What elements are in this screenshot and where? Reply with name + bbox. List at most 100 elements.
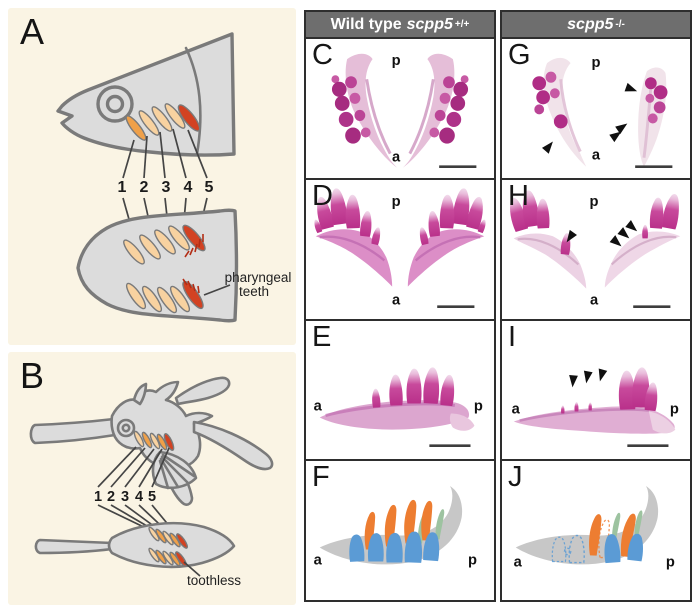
- gill-arches-ventral-lower: [125, 278, 204, 314]
- posterior-label: p: [592, 55, 601, 71]
- leader-lines-upper: [122, 128, 208, 179]
- panel-e-cell: E a p: [306, 320, 494, 462]
- anterior-label: a: [512, 401, 521, 417]
- teeth-row: [642, 192, 683, 239]
- jaw-lateral: [319, 366, 475, 431]
- wildtype-header: Wild type scpp5 +/+: [306, 12, 494, 39]
- missing-teeth-outlines: [551, 519, 611, 564]
- jaw-lateral: [513, 366, 676, 434]
- left-jaw: [331, 53, 398, 168]
- tooth-cluster: [644, 77, 668, 124]
- arch-number: 2: [140, 179, 149, 196]
- panel-j-letter: J: [508, 461, 523, 494]
- panel-b-letter: B: [20, 355, 45, 396]
- right-jaw: [408, 187, 488, 286]
- tooth-cluster: [532, 71, 568, 129]
- panel-c-cell: C: [306, 39, 494, 180]
- panel-b: B: [8, 352, 296, 605]
- arrowhead: [615, 119, 630, 135]
- specimen-g-ventral-pair: p a: [532, 55, 673, 168]
- anterior-label: a: [590, 292, 599, 308]
- specimen-h-posterior-pair: p a: [505, 189, 683, 308]
- toothless-fish-diagram: 1 2 3 4 5: [29, 376, 274, 588]
- mutant-header: scpp5 -/-: [502, 12, 690, 39]
- panel-c-letter: C: [312, 39, 333, 71]
- arch-number: 5: [205, 179, 214, 196]
- posterior-label: p: [666, 555, 675, 571]
- posterior-label: p: [590, 194, 599, 210]
- specimen-c-ventral-pair: p a: [331, 52, 477, 170]
- pharyngeal-teeth-label: teeth: [239, 284, 269, 299]
- posterior-label: p: [468, 553, 477, 569]
- right-jaw: [609, 67, 668, 167]
- posterior-label: p: [392, 194, 401, 210]
- arch-number: 5: [148, 489, 156, 505]
- panel-i-letter: I: [508, 320, 517, 353]
- arrowhead: [624, 82, 639, 96]
- panel-d-letter: D: [312, 179, 333, 212]
- arches-ventral-upper: [148, 526, 189, 549]
- mutant-column: scpp5 -/- G: [500, 10, 692, 602]
- arrowhead: [617, 226, 633, 242]
- panel-a-letter: A: [20, 11, 45, 52]
- fin-rays: [158, 453, 196, 490]
- panel-a: A 1: [8, 8, 296, 345]
- ventral-head-diagram: pharyngeal teeth: [76, 208, 292, 323]
- gill-arches-skeleton: [133, 430, 175, 451]
- ventral-body-diagram: toothless: [34, 521, 241, 588]
- annotation-pointer: [183, 561, 201, 577]
- tooth-spikes: [184, 234, 204, 258]
- specimen-d-posterior-pair: p a: [312, 180, 494, 308]
- tooth-cluster: [331, 75, 371, 144]
- leader-lines-up: [97, 446, 170, 488]
- skeleton-lateral: [29, 376, 274, 506]
- fish-head-lateral: [56, 32, 236, 179]
- arch-numbers-b: 1 2 3 4 5: [94, 489, 156, 505]
- toothless-label: toothless: [187, 573, 241, 588]
- left-jaw: [312, 187, 393, 287]
- panel-f-cell: F: [306, 461, 494, 600]
- fish-head-diagram: 1 2 3 4 5: [56, 32, 292, 323]
- panel-h-letter: H: [508, 179, 529, 212]
- posterior-label: p: [392, 53, 401, 69]
- panel-g-letter: G: [508, 39, 531, 71]
- anterior-label: a: [392, 292, 401, 308]
- arch-number: 3: [162, 179, 171, 196]
- panel-f-letter: F: [312, 461, 330, 494]
- teeth-row: [371, 366, 457, 408]
- arrowhead: [541, 138, 557, 154]
- arrowhead: [625, 219, 640, 235]
- specimen-i-lateral: a p: [512, 366, 679, 447]
- gill-arches-lateral: [125, 103, 201, 141]
- anterior-label: a: [514, 555, 523, 571]
- posterior-label: p: [670, 401, 679, 417]
- arch-number: 4: [184, 179, 193, 196]
- arrowhead: [568, 374, 578, 388]
- gill-arches-ventral-upper: [123, 224, 206, 265]
- pharyngeal-teeth-label: pharyngeal: [225, 270, 292, 285]
- arch-number: 2: [107, 489, 115, 505]
- panel-j-cell: J: [502, 461, 690, 600]
- arch-5-red: [163, 433, 175, 451]
- panel-e-letter: E: [312, 320, 332, 353]
- right-jaw: [604, 192, 683, 288]
- arch-number: 3: [121, 489, 129, 505]
- panel-h-cell: H: [502, 179, 690, 321]
- arch-number: 4: [135, 489, 143, 505]
- gene-name: scpp5: [406, 15, 453, 33]
- schematic-f-wildtype: a p: [314, 486, 477, 569]
- left-jaw: [505, 189, 587, 289]
- rostrum: [29, 417, 119, 445]
- panel-i-cell: I: [502, 320, 690, 462]
- arrowhead: [595, 368, 608, 382]
- anterior-label: a: [392, 150, 401, 166]
- specimen-e-lateral: a p: [314, 366, 483, 447]
- right-jaw: [401, 52, 471, 170]
- wildtype-column: Wild type scpp5 +/+ C: [304, 10, 496, 602]
- panel-g-cell: G: [502, 39, 690, 180]
- schematic-j-mutant: a p: [514, 486, 675, 571]
- annotation-pointer: [203, 284, 231, 296]
- arch-number: 1: [94, 489, 102, 505]
- posterior-teeth: [617, 366, 660, 411]
- arrowhead: [581, 370, 593, 384]
